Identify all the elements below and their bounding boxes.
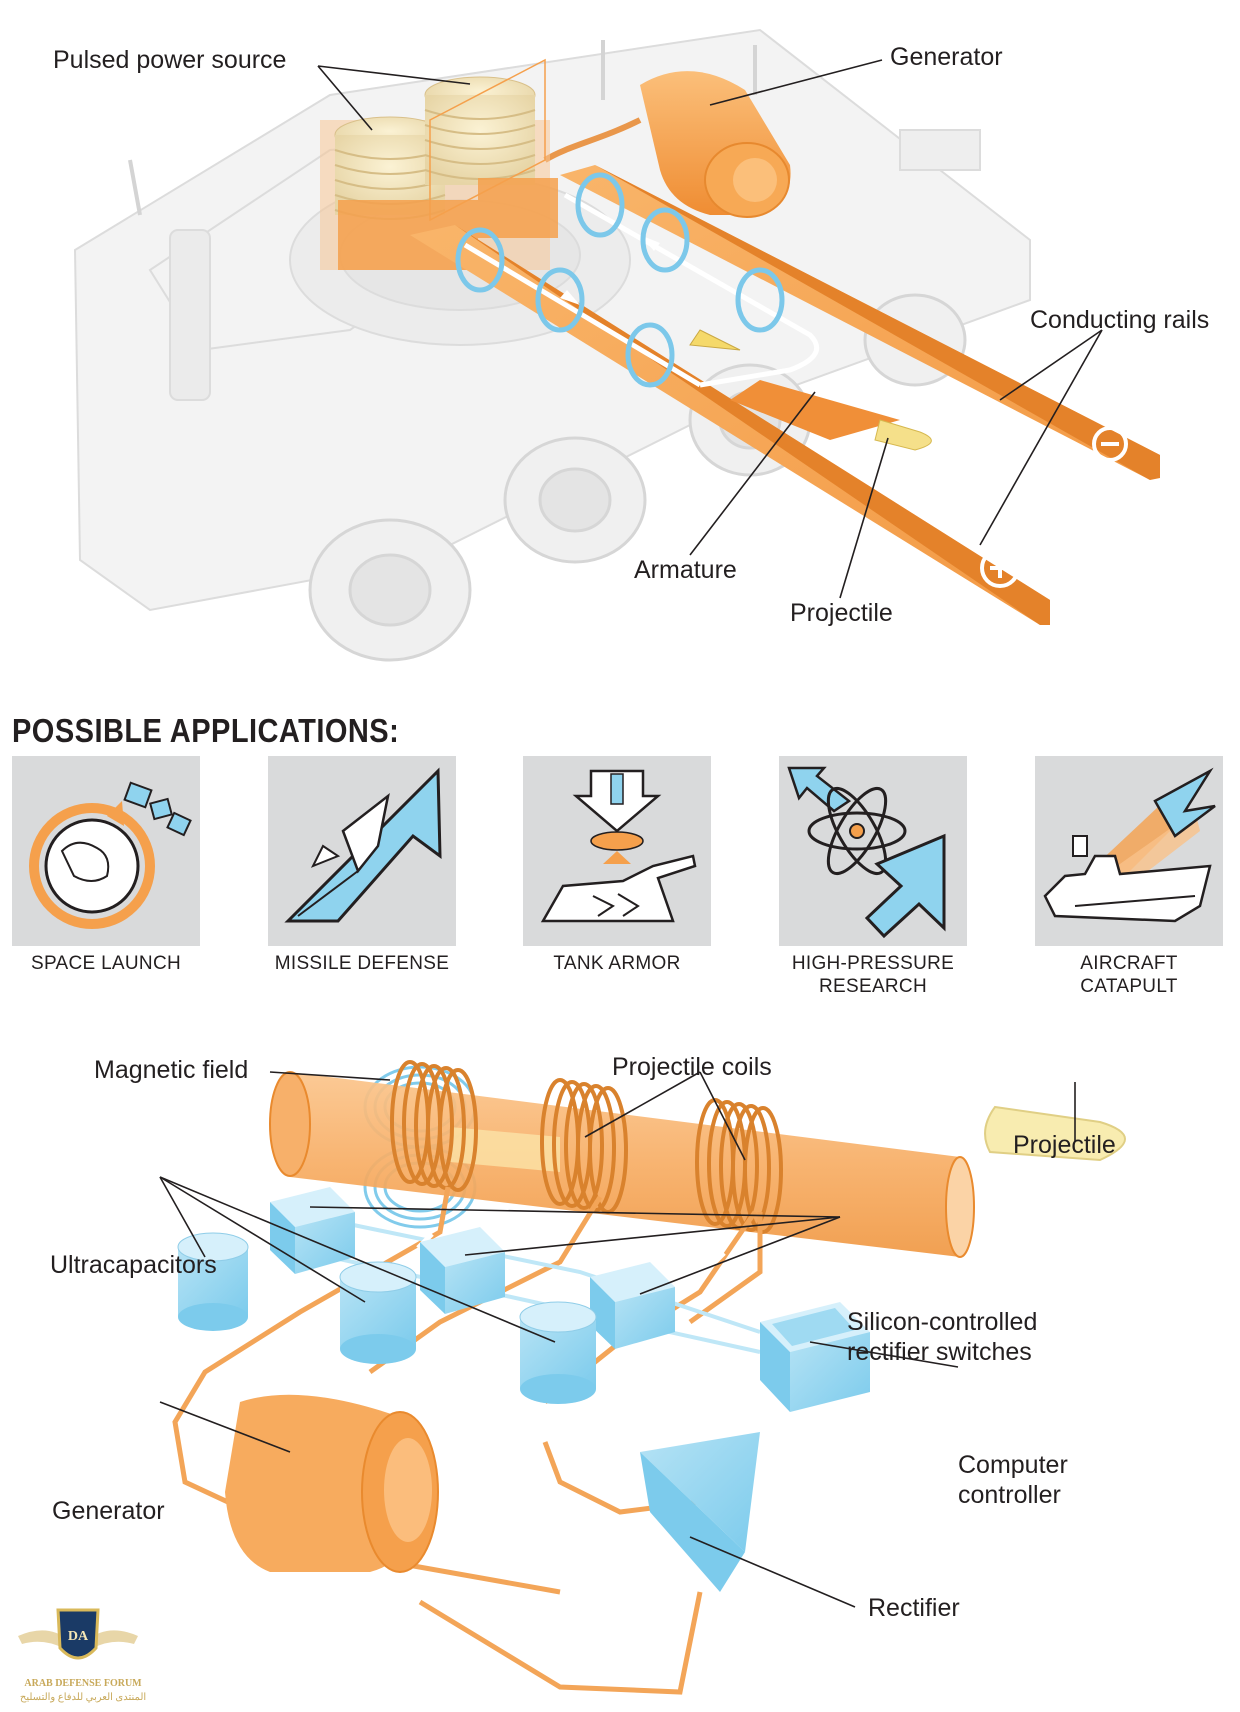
armature xyxy=(730,380,900,440)
top-projectile xyxy=(874,419,932,451)
label-generator-top: Generator xyxy=(890,43,1003,71)
bottom-leader-lines xyxy=(159,1071,1076,1608)
eagle-shield-logo-icon: DA xyxy=(18,1608,138,1660)
app-card-high-pressure-research xyxy=(779,756,967,946)
label-rectifier: Rectifier xyxy=(868,1594,960,1622)
top-generator-cylinder xyxy=(543,71,791,218)
tank-armor-icon xyxy=(540,769,697,923)
app-card-space-launch xyxy=(12,756,200,946)
label-computer-controller: Computer controller xyxy=(958,1451,1068,1509)
caption-missile-defense: MISSILE DEFENSE xyxy=(274,953,450,974)
aircraft-catapult-icon xyxy=(1043,767,1216,923)
coilgun-projectile xyxy=(984,1105,1126,1162)
app-card-tank-armor xyxy=(523,756,711,946)
missile-defense-icon xyxy=(284,767,442,923)
caption-aircraft-catapult: AIRCRAFT CATAPULT xyxy=(1080,953,1178,997)
projectile-in-flight-icon xyxy=(689,329,741,351)
bottom-generator xyxy=(225,1394,439,1573)
svg-text:DA: DA xyxy=(68,1629,89,1644)
conducting-rails xyxy=(410,165,1160,625)
label-projectile-top: Projectile xyxy=(790,599,893,627)
top-leader-lines xyxy=(317,59,1103,599)
label-projectile-coils: Projectile coils xyxy=(612,1053,772,1081)
label-magnetic-field: Magnetic field xyxy=(94,1056,249,1084)
app-card-missile-defense xyxy=(268,756,456,946)
arab-defense-forum-watermark: DA ARAB DEFENSE FORUM المنتدى العربي للد… xyxy=(8,1598,148,1710)
label-scr-switches: Silicon-controlled rectifier switches xyxy=(847,1308,1038,1366)
negative-terminal-icon xyxy=(1092,426,1128,462)
watermark-line2: المنتدى العربي للدفاع والتسليح xyxy=(19,1692,147,1703)
label-ultracapacitors: Ultracapacitors xyxy=(50,1251,217,1279)
positive-terminal-icon xyxy=(980,548,1020,588)
watermark-line1: ARAB DEFENSE FORUM xyxy=(24,1678,142,1689)
high-pressure-research-icon xyxy=(787,766,946,939)
ultracapacitors xyxy=(177,1232,597,1404)
caption-tank-armor: TANK ARMOR xyxy=(553,953,681,974)
applications-title: POSSIBLE APPLICATIONS: xyxy=(12,712,400,749)
antennas xyxy=(128,40,757,216)
label-generator-bottom: Generator xyxy=(52,1497,165,1525)
railgun-diagram xyxy=(73,28,1160,662)
computer-controller xyxy=(760,1302,870,1412)
projectile-coils xyxy=(390,1060,783,1234)
label-projectile-bottom: Projectile xyxy=(1013,1131,1116,1159)
label-conducting-rails: Conducting rails xyxy=(1030,306,1210,334)
space-launch-icon xyxy=(29,781,192,929)
coilgun-diagram xyxy=(159,1060,1126,1695)
caption-high-pressure-research: HIGH-PRESSURE RESEARCH xyxy=(791,953,955,997)
caption-space-launch: SPACE LAUNCH xyxy=(30,953,181,974)
label-pulsed-power-source: Pulsed power source xyxy=(53,46,287,74)
rectifier xyxy=(640,1432,760,1592)
label-armature: Armature xyxy=(634,556,737,584)
app-card-aircraft-catapult xyxy=(1035,756,1223,946)
